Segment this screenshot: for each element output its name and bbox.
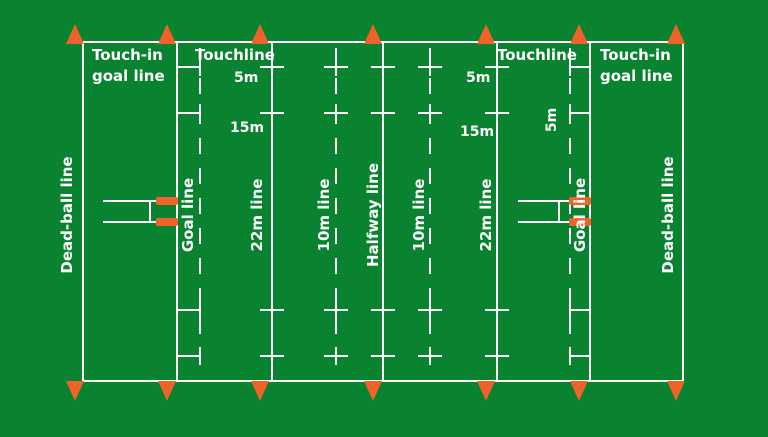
corner-flag-icon xyxy=(158,381,176,401)
goal-line-left-label: Goal line xyxy=(179,178,197,252)
corner-flag-icon xyxy=(364,24,382,44)
post-pad xyxy=(569,218,591,226)
touchline-right-label: Touchline xyxy=(497,46,577,64)
fifteen-m-right-label: 15m xyxy=(460,124,494,140)
twenty-two-m-line-right-label: 22m line xyxy=(477,179,495,252)
corner-flag-icon xyxy=(66,381,84,401)
hash-marks xyxy=(177,58,590,365)
corner-flag-icon xyxy=(570,381,588,401)
dead-ball-line-left-label: Dead-ball line xyxy=(58,156,76,273)
touch-in-goal-line-right-1: Touch-in xyxy=(600,46,671,64)
five-m-right-label: 5m xyxy=(466,70,490,86)
touchline-left-label: Touchline xyxy=(195,46,275,64)
goal-posts-right xyxy=(518,197,591,226)
corner-flag-icon xyxy=(477,381,495,401)
corner-flag-icon xyxy=(364,381,382,401)
goal-posts-left xyxy=(103,197,178,226)
touch-in-goal-line-left-2: goal line xyxy=(92,67,165,85)
post-pad xyxy=(156,218,178,226)
dead-ball-line-right-label: Dead-ball line xyxy=(659,156,677,273)
touch-in-goal-line-right-2: goal line xyxy=(600,67,673,85)
corner-flag-icon xyxy=(477,24,495,44)
dashed-lines xyxy=(199,48,571,376)
five-m-right-vertical-label: 5m xyxy=(544,108,560,132)
halfway-line-label: Halfway line xyxy=(364,163,382,267)
fifteen-m-left-label: 15m xyxy=(230,120,264,136)
corner-flag-icon xyxy=(570,24,588,44)
post-pad xyxy=(156,197,178,205)
five-m-left-label: 5m xyxy=(234,70,258,86)
ten-m-line-right-label: 10m line xyxy=(410,179,428,252)
twenty-two-m-line-left-label: 22m line xyxy=(248,179,266,252)
corner-flag-icon xyxy=(158,24,176,44)
pitch-lines xyxy=(82,42,684,381)
corner-flag-icon xyxy=(667,381,685,401)
goal-line-right-label: Goal line xyxy=(571,178,589,252)
flags xyxy=(66,24,685,401)
corner-flag-icon xyxy=(251,381,269,401)
post-pad xyxy=(569,197,591,205)
touch-in-goal-line-left-1: Touch-in xyxy=(92,46,163,64)
corner-flag-icon xyxy=(66,24,84,44)
ten-m-line-left-label: 10m line xyxy=(315,179,333,252)
corner-flag-icon xyxy=(667,24,685,44)
corner-flag-icon xyxy=(251,24,269,44)
